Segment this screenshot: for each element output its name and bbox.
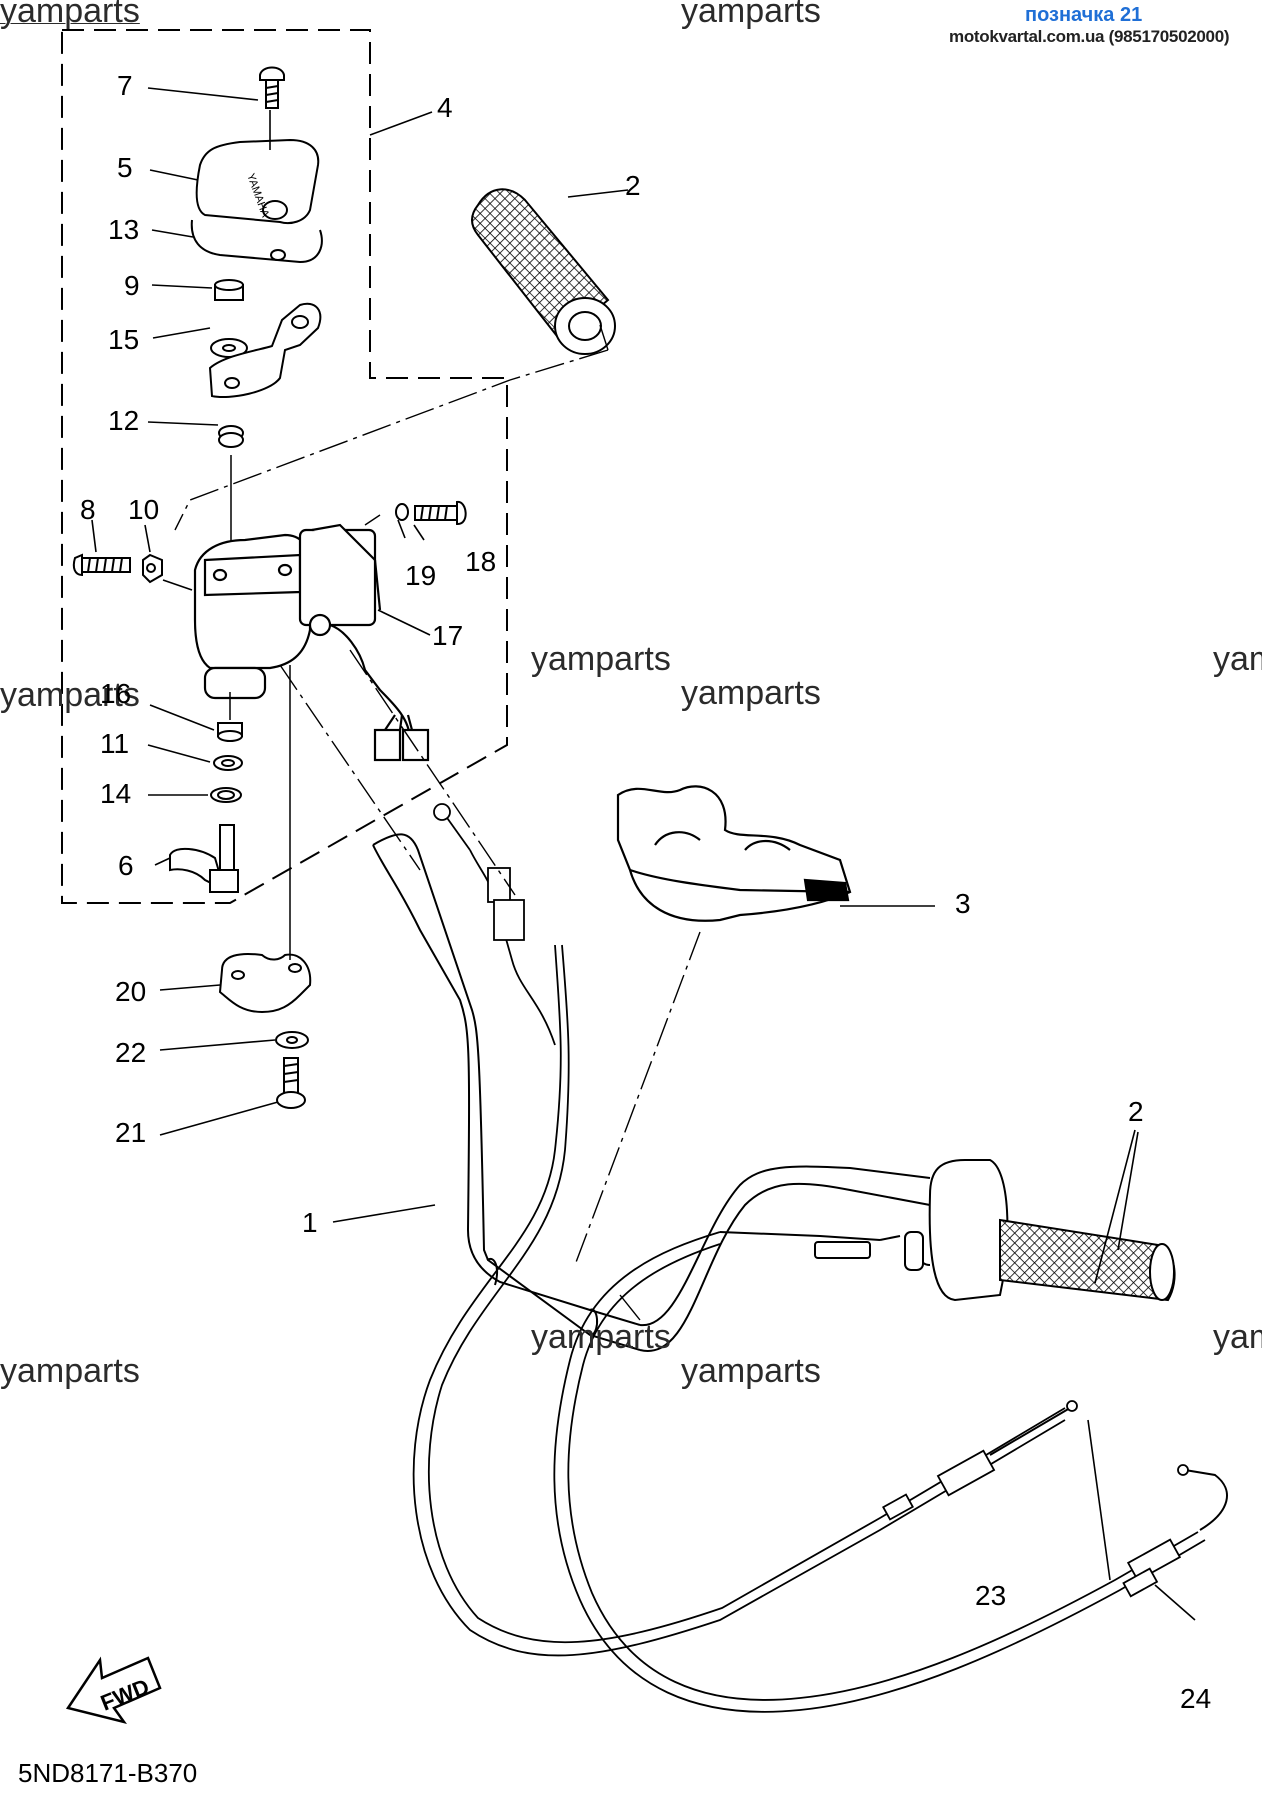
callout-14: 14 xyxy=(100,778,132,809)
right-grip xyxy=(999,1218,1176,1302)
callout-3: 3 xyxy=(955,888,971,919)
switch-cover xyxy=(190,110,323,264)
callout-15: 15 xyxy=(108,324,140,355)
callout-10: 10 xyxy=(128,494,160,525)
switch-housing xyxy=(193,523,430,762)
watermark: yamparts xyxy=(531,640,671,678)
throttle-cables xyxy=(412,944,1228,1713)
callout-22: 22 xyxy=(115,1037,147,1068)
callout-2-lower: 2 xyxy=(1128,1096,1144,1127)
callout-23: 23 xyxy=(975,1580,1007,1611)
watermark: yamparts xyxy=(0,1352,140,1390)
callout-11: 11 xyxy=(100,728,130,759)
diagram-code: 5ND8171-B370 xyxy=(18,1758,198,1788)
watermark: yamparts xyxy=(681,1352,821,1390)
screw-right xyxy=(395,501,467,526)
callout-17: 17 xyxy=(432,620,464,651)
screw-left xyxy=(72,553,131,577)
callout-19: 19 xyxy=(405,560,437,591)
callout-4: 4 xyxy=(437,92,453,123)
callout-16: 16 xyxy=(100,678,132,709)
callout-12: 12 xyxy=(108,405,140,436)
switch-assembly-boundary xyxy=(61,29,508,904)
watermark: yamparts xyxy=(681,0,821,30)
left-grip xyxy=(471,188,616,355)
right-switch-housing xyxy=(719,1159,1009,1302)
screw xyxy=(259,66,285,109)
watermark: yamparts xyxy=(0,0,140,30)
callout-8: 8 xyxy=(80,494,96,525)
callout-24: 24 xyxy=(1180,1683,1212,1714)
watermark: yamparts xyxy=(681,674,821,712)
page-title: позначка 21 xyxy=(1025,4,1143,26)
watermark: yamparts xyxy=(1213,1318,1262,1356)
callout-2-upper: 2 xyxy=(625,170,641,201)
callout-20: 20 xyxy=(115,976,147,1007)
callout-6: 6 xyxy=(118,850,134,881)
watermark: yamparts xyxy=(531,1318,671,1356)
callout-21: 21 xyxy=(115,1117,147,1148)
watermark: yamparts xyxy=(0,676,140,714)
handlebar-pad xyxy=(616,785,852,922)
source-line: motokvartal.com.ua (985170502000) xyxy=(949,27,1230,46)
callout-13: 13 xyxy=(108,214,140,245)
callout-1: 1 xyxy=(302,1207,318,1238)
alignment-lines xyxy=(174,324,701,1266)
handlebar xyxy=(372,833,931,1352)
callout-5: 5 xyxy=(117,152,133,183)
leader-lines xyxy=(91,87,1196,1621)
lower-hardware xyxy=(169,722,243,893)
fwd-arrow-icon xyxy=(65,1656,162,1725)
callout-7: 7 xyxy=(117,70,133,101)
housing-cable xyxy=(433,803,556,1046)
bracket xyxy=(208,302,322,398)
spring xyxy=(218,425,244,448)
callout-9: 9 xyxy=(124,270,140,301)
nut-left xyxy=(142,553,163,584)
callout-18: 18 xyxy=(465,546,497,577)
watermark: yamparts xyxy=(1213,640,1262,678)
nut-washer xyxy=(210,279,248,358)
clamp xyxy=(218,952,312,1109)
